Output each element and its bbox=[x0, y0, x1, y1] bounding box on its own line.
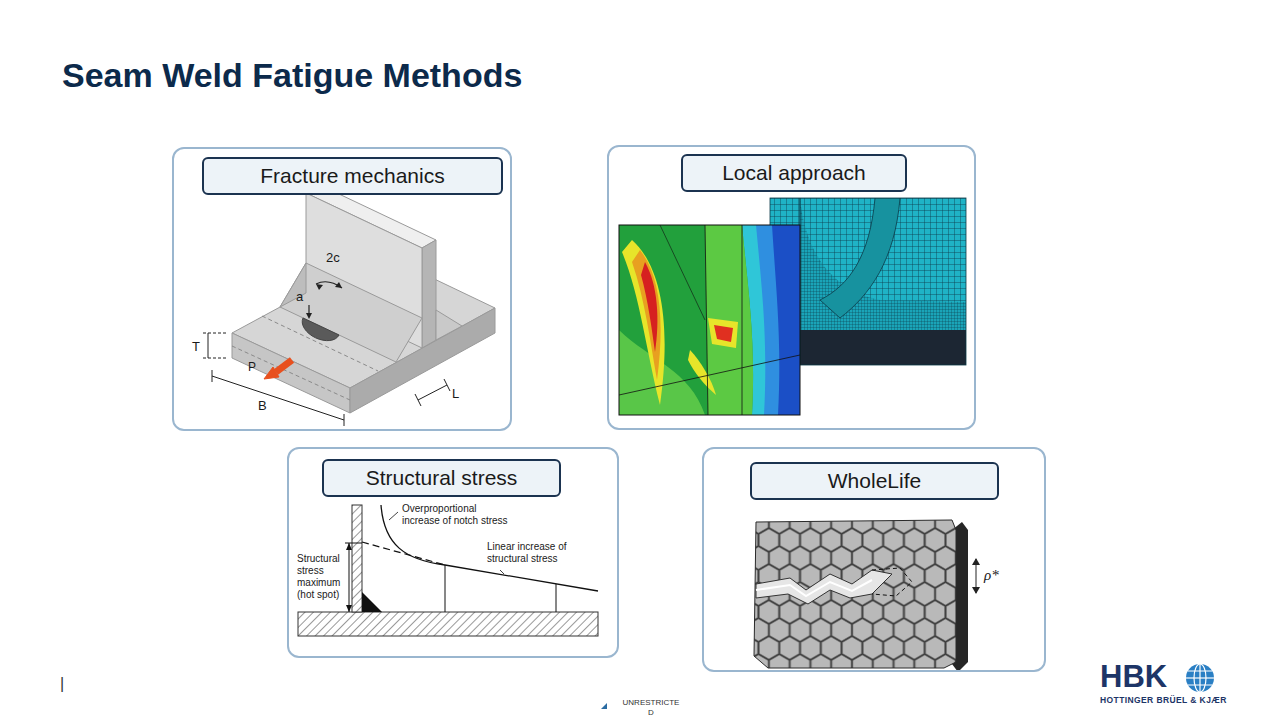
hexagon-grain-model bbox=[754, 520, 980, 672]
stress-contour-image-part bbox=[705, 225, 708, 415]
structural-stress-sketch-part bbox=[346, 605, 352, 612]
t-joint-specimen-part bbox=[212, 376, 344, 420]
load-label: P bbox=[248, 360, 256, 374]
t-joint-specimen-part bbox=[264, 367, 279, 379]
classification-note: UNRESTRICTED bbox=[622, 698, 680, 717]
t-joint-specimen-part bbox=[344, 414, 345, 426]
hexagon-grain-model-part bbox=[756, 570, 892, 604]
footer-marker bbox=[601, 703, 607, 709]
t-joint-specimen-part bbox=[306, 313, 312, 319]
annotation-note: Overproportional increase of notch stres… bbox=[402, 503, 514, 527]
stress-contour-image-part bbox=[632, 250, 661, 380]
stress-contour-image-part bbox=[619, 225, 800, 415]
stress-contour-image-part bbox=[742, 225, 743, 415]
structural-stress-sketch-part bbox=[362, 592, 382, 612]
footer-mark: | bbox=[60, 674, 64, 693]
dimension-label: L bbox=[452, 386, 459, 402]
dimension-label: a bbox=[296, 289, 303, 305]
t-joint-specimen-part bbox=[203, 358, 228, 359]
stress-contour-image-part bbox=[756, 225, 800, 415]
structural-stress-sketch-part bbox=[556, 584, 557, 612]
hbk-globe-part bbox=[1186, 664, 1214, 692]
panel-heading: Local approach bbox=[681, 154, 907, 192]
t-joint-specimen-part bbox=[208, 333, 209, 358]
stress-contour-image-part bbox=[660, 225, 705, 320]
stress-contour-image-part bbox=[622, 240, 665, 405]
stress-contour-frame bbox=[619, 225, 800, 415]
fe-mesh-image-part bbox=[800, 198, 966, 330]
hexagon-grain-model-part bbox=[972, 587, 980, 594]
stress-contour-image-part bbox=[708, 318, 738, 348]
dimension-label: ρ* bbox=[984, 566, 999, 584]
t-joint-specimen-part bbox=[422, 240, 436, 348]
structural-stress-sketch-part bbox=[298, 612, 598, 636]
hexagon-grain-model-part bbox=[872, 568, 912, 596]
stress-contour-image-part bbox=[619, 355, 800, 395]
structural-stress-sketch-part bbox=[500, 570, 504, 574]
t-joint-specimen-part bbox=[302, 318, 339, 341]
stress-contour-image-part bbox=[714, 325, 733, 342]
t-joint-specimen-part bbox=[415, 394, 421, 406]
company-name: HOTTINGER BRÜEL & KJÆR bbox=[1100, 695, 1227, 705]
structural-stress-sketch-part bbox=[349, 543, 350, 612]
hbk-globe-part bbox=[1199, 664, 1200, 692]
panel-heading: Structural stress bbox=[322, 459, 561, 497]
dimension-label: B bbox=[258, 398, 267, 414]
structural-stress-sketch-part bbox=[362, 542, 445, 565]
annotation-note: Structural stress maximum (hot spot) bbox=[297, 553, 345, 601]
company-logo: HBK bbox=[1100, 658, 1167, 695]
stress-contour-image bbox=[619, 225, 800, 415]
hexagon-grain-model-part bbox=[972, 558, 980, 565]
t-joint-specimen-part bbox=[444, 379, 450, 391]
t-joint-specimen bbox=[203, 185, 495, 426]
hexagon-grain-model-part bbox=[756, 580, 872, 596]
structural-stress-sketch-part bbox=[346, 543, 352, 550]
method-panel: Local approach bbox=[607, 145, 976, 430]
t-joint-specimen-part bbox=[203, 333, 228, 334]
t-joint-specimen-part bbox=[335, 282, 342, 288]
panel-heading: WholeLife bbox=[750, 462, 999, 500]
slide-title: Seam Weld Fatigue Methods bbox=[62, 56, 522, 95]
t-joint-specimen-part bbox=[316, 284, 323, 290]
t-joint-specimen-part bbox=[276, 360, 292, 372]
dimension-label: 2c bbox=[326, 250, 340, 266]
t-joint-specimen-part bbox=[232, 333, 350, 413]
stress-contour-image-part bbox=[641, 262, 658, 352]
hbk-globe bbox=[1186, 664, 1214, 692]
t-joint-specimen-part bbox=[436, 310, 462, 340]
t-joint-specimen-part bbox=[418, 385, 447, 400]
structural-stress-sketch-part bbox=[445, 565, 446, 612]
fe-mesh-image-part bbox=[820, 198, 900, 318]
panel-heading: Fracture mechanics bbox=[202, 157, 503, 195]
annotation-note: Linear increase of structural stress bbox=[487, 541, 582, 565]
t-joint-specimen-part bbox=[280, 263, 306, 307]
fe-mesh-image-part bbox=[800, 330, 966, 365]
stress-contour-image-part bbox=[772, 225, 800, 415]
structural-stress-sketch-part bbox=[345, 543, 362, 544]
t-joint-specimen-part bbox=[280, 263, 422, 362]
hexagon-grain-model-part bbox=[754, 520, 956, 668]
dimension-label: T bbox=[192, 339, 200, 355]
method-panel: Structural stress bbox=[287, 447, 619, 658]
t-joint-specimen-part bbox=[232, 346, 350, 400]
stress-contour-image-part bbox=[688, 350, 716, 395]
method-panel: WholeLife bbox=[702, 447, 1046, 672]
structural-stress-sketch-part bbox=[389, 512, 398, 520]
structural-stress-sketch-part bbox=[352, 505, 362, 612]
t-joint-specimen-part bbox=[212, 370, 213, 382]
method-panel: Fracture mechanics bbox=[172, 147, 512, 431]
